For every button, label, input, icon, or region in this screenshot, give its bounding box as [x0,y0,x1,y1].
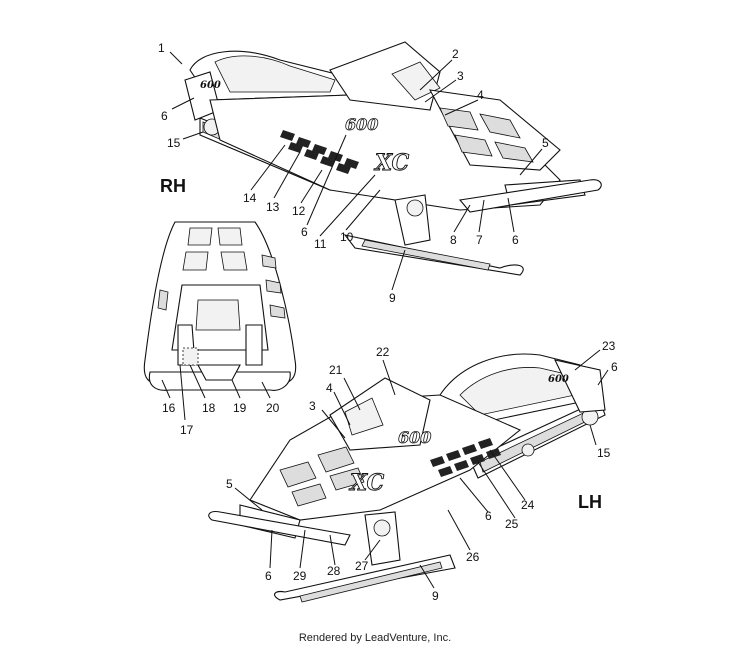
callout-5: 5 [226,477,233,491]
hood-callouts: 16 17 18 19 20 [162,401,280,437]
svg-text:600: 600 [200,80,221,91]
callout-10: 10 [340,230,354,244]
callout-15: 15 [597,446,611,460]
callout-12: 12 [292,204,306,218]
callout-25: 25 [505,517,519,531]
hood-drawing [143,221,297,391]
callout-3: 3 [457,69,464,83]
hood-leader-lines [161,364,271,421]
lh-callouts: 21 22 4 3 23 6 15 24 25 6 26 27 9 28 29 … [226,339,618,603]
rh-snowmobile-drawing: XC 600 600 [184,41,602,276]
callout-6: 6 [512,233,519,247]
callout-19: 19 [233,401,247,415]
callout-24: 24 [521,498,535,512]
rh-leader-lines [169,51,543,291]
lh-leader-lines [234,349,609,589]
callout-21: 21 [329,363,343,377]
callout-22: 22 [376,345,390,359]
callout-6: 6 [265,569,272,583]
callout-9: 9 [432,589,439,603]
callout-9: 9 [389,291,396,305]
footer-credit: Rendered by LeadVenture, Inc. [298,632,452,644]
callout-23: 23 [602,339,616,353]
svg-text:XC: XC [348,470,385,496]
callout-18: 18 [202,401,216,415]
svg-text:600: 600 [345,115,378,134]
callout-3: 3 [309,399,316,413]
svg-text:600: 600 [398,428,431,447]
callout-16: 16 [162,401,176,415]
rh-callouts: 1 6 15 14 13 12 6 11 10 9 8 7 6 5 4 3 2 [158,41,549,305]
callout-1: 1 [158,41,165,55]
callout-20: 20 [266,401,280,415]
rh-view-label: RH [160,176,186,196]
callout-14: 14 [243,191,257,205]
callout-17: 17 [180,423,194,437]
callout-28: 28 [327,564,341,578]
callout-6: 6 [301,225,308,239]
callout-6: 6 [161,109,168,123]
callout-6: 6 [611,360,618,374]
callout-8: 8 [450,233,457,247]
lh-snowmobile-drawing: 600 XC 600 [208,353,606,603]
callout-29: 29 [293,569,307,583]
callout-27: 27 [355,559,369,573]
callout-5: 5 [542,136,549,150]
callout-7: 7 [476,233,483,247]
svg-text:XC: XC [373,150,410,176]
callout-26: 26 [466,550,480,564]
callout-4: 4 [477,88,484,102]
callout-13: 13 [266,200,280,214]
lh-checker-stripe [430,438,501,477]
callout-6: 6 [485,509,492,523]
svg-text:600: 600 [548,374,569,385]
callout-4: 4 [326,381,333,395]
callout-2: 2 [452,47,459,61]
lh-view-label: LH [578,492,602,512]
callout-15: 15 [167,136,181,150]
callout-11: 11 [314,237,327,251]
rh-checker-stripe [280,130,359,174]
